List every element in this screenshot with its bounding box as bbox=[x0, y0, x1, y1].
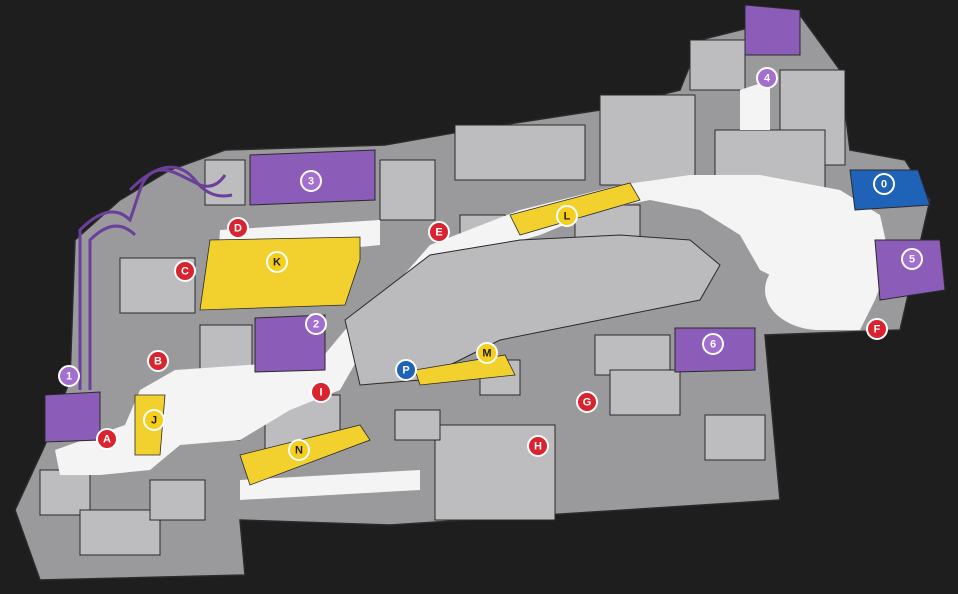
coaster-track bbox=[78, 165, 233, 390]
service-marker-label: B bbox=[154, 356, 162, 368]
service-marker-label: E bbox=[435, 227, 442, 239]
zone-marker-l[interactable]: L bbox=[556, 205, 578, 227]
attraction-marker-label: 6 bbox=[710, 339, 716, 351]
attraction-marker-label: 1 bbox=[66, 371, 72, 383]
service-marker-circle bbox=[174, 260, 196, 282]
attraction-marker-4[interactable]: 4 bbox=[756, 67, 778, 89]
zone-marker-label: M bbox=[482, 348, 491, 360]
attraction-marker-circle bbox=[305, 313, 327, 335]
info-marker-label: P bbox=[402, 365, 409, 377]
service-marker-a[interactable]: A bbox=[96, 428, 118, 450]
attraction-marker-circle bbox=[901, 248, 923, 270]
zone-marker-circle bbox=[266, 251, 288, 273]
attraction-marker-label: 4 bbox=[764, 73, 771, 85]
service-marker-circle bbox=[428, 221, 450, 243]
service-marker-circle bbox=[866, 318, 888, 340]
service-marker-e[interactable]: E bbox=[428, 221, 450, 243]
attraction-marker-3[interactable]: 3 bbox=[300, 170, 322, 192]
attraction-marker-circle bbox=[58, 365, 80, 387]
markers-layer: 1 2 3 4 5 6A B C D E F G H I J K L M N 0P bbox=[58, 67, 923, 461]
attraction-marker-label: 3 bbox=[308, 176, 314, 188]
service-marker-g[interactable]: G bbox=[576, 391, 598, 413]
zone-marker-label: L bbox=[564, 211, 571, 223]
zone-marker-j[interactable]: J bbox=[143, 409, 165, 431]
service-marker-circle bbox=[96, 428, 118, 450]
zone-marker-circle bbox=[143, 409, 165, 431]
info-marker-label: 0 bbox=[881, 179, 887, 191]
service-marker-circle bbox=[310, 381, 332, 403]
info-marker-circle bbox=[395, 359, 417, 381]
attraction-marker-1[interactable]: 1 bbox=[58, 365, 80, 387]
service-marker-circle bbox=[527, 435, 549, 457]
service-marker-b[interactable]: B bbox=[147, 350, 169, 372]
zone-marker-label: N bbox=[295, 445, 303, 457]
attraction-marker-6[interactable]: 6 bbox=[702, 333, 724, 355]
zone-marker-circle bbox=[288, 439, 310, 461]
zone-marker-k[interactable]: K bbox=[266, 251, 288, 273]
zone-marker-n[interactable]: N bbox=[288, 439, 310, 461]
lake bbox=[344, 234, 721, 386]
attraction-marker-circle bbox=[300, 170, 322, 192]
zone-marker-label: J bbox=[151, 415, 157, 427]
service-marker-i[interactable]: I bbox=[310, 381, 332, 403]
attraction-marker-5[interactable]: 5 bbox=[901, 248, 923, 270]
attraction-marker-circle bbox=[756, 67, 778, 89]
attraction-marker-label: 2 bbox=[313, 319, 319, 331]
info-marker-circle bbox=[873, 173, 895, 195]
service-marker-label: I bbox=[319, 387, 322, 399]
service-marker-label: C bbox=[181, 266, 189, 278]
info-marker-o[interactable]: 0 bbox=[873, 173, 895, 195]
info-marker-p[interactable]: P bbox=[395, 359, 417, 381]
service-marker-label: H bbox=[534, 441, 542, 453]
service-marker-circle bbox=[147, 350, 169, 372]
service-marker-label: G bbox=[583, 397, 592, 409]
attraction-marker-label: 5 bbox=[909, 254, 915, 266]
zone-marker-circle bbox=[476, 342, 498, 364]
attraction-marker-2[interactable]: 2 bbox=[305, 313, 327, 335]
service-marker-circle bbox=[576, 391, 598, 413]
service-marker-c[interactable]: C bbox=[174, 260, 196, 282]
zone-marker-m[interactable]: M bbox=[476, 342, 498, 364]
service-marker-label: A bbox=[103, 434, 111, 446]
service-marker-label: F bbox=[874, 324, 881, 336]
service-marker-f[interactable]: F bbox=[866, 318, 888, 340]
zone-marker-label: K bbox=[273, 257, 281, 269]
service-marker-h[interactable]: H bbox=[527, 435, 549, 457]
attraction-marker-circle bbox=[702, 333, 724, 355]
service-marker-d[interactable]: D bbox=[227, 217, 249, 239]
zone-marker-circle bbox=[556, 205, 578, 227]
service-marker-circle bbox=[227, 217, 249, 239]
service-marker-label: D bbox=[234, 223, 242, 235]
